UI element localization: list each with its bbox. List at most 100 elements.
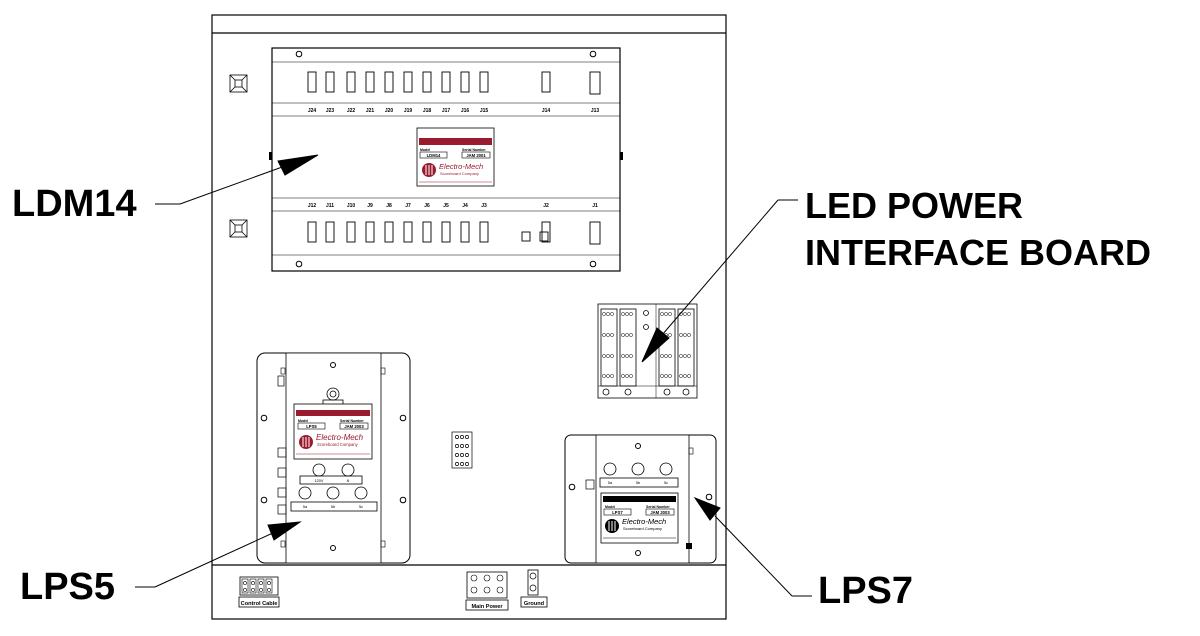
led-terminal-screw	[683, 374, 687, 378]
lps5-model-heading: Model	[298, 419, 308, 423]
mounting-device-upper	[229, 74, 248, 93]
led-terminal-screw	[621, 312, 625, 316]
callout-led-power-line2: INTERFACE BOARD	[805, 232, 1152, 273]
ldm14-bottom-slot	[346, 221, 356, 243]
ldm14-bottom-label: J8	[386, 203, 392, 209]
ldm14-top-slot	[479, 71, 489, 93]
main-power-screw	[470, 574, 478, 582]
led-terminal-screw	[668, 374, 672, 378]
led-terminal-screw	[621, 354, 625, 358]
ldm14-serial-heading: Serial Number	[462, 148, 486, 152]
ldm14-bottom-slot	[460, 221, 470, 243]
lps5-input-label: N	[347, 479, 350, 483]
ldm14-brand-sub: Scoreboard Company	[440, 171, 479, 176]
center-terminal-screws	[455, 435, 469, 466]
led-terminal-screw	[610, 374, 614, 378]
callout-lps7: LPS7	[818, 570, 914, 612]
ldm14-top-label: J22	[347, 108, 356, 114]
led-terminal-screw	[606, 333, 610, 337]
lps5-output-terminal	[354, 486, 368, 500]
ldm14-top-label: J14	[542, 108, 551, 114]
callout-ldm14: LDM14	[12, 183, 137, 225]
led-power-interface-board	[597, 303, 698, 399]
control-cable-screw	[259, 588, 263, 592]
ground-label: Ground	[524, 601, 545, 607]
lps5-model-value: LPS5	[306, 424, 317, 429]
main-power-screw	[496, 586, 504, 594]
led-terminal-screw	[606, 374, 610, 378]
led-terminal-screw	[664, 354, 668, 358]
center-terminal-screw	[460, 444, 464, 448]
main-power-screw	[483, 574, 491, 582]
led-terminal-screw	[687, 354, 691, 358]
led-terminal-screw	[625, 374, 629, 378]
ldm14-arrowhead	[277, 154, 319, 176]
center-terminal-screw	[455, 435, 459, 439]
ldm14-top-slot	[307, 71, 317, 93]
lps7-model-heading: Model	[605, 505, 615, 509]
lps5-output-label: 5a	[303, 505, 308, 509]
ldm14-top-slot	[384, 71, 394, 93]
center-terminal-screw	[465, 435, 469, 439]
center-terminal-screw	[460, 453, 464, 457]
led-terminal-screw	[610, 333, 614, 337]
led-terminal-screw	[687, 312, 691, 316]
ldm14-bottom-label: J1	[592, 203, 598, 209]
ldm14-serial-value: JAM 2001	[466, 153, 486, 158]
lps5-output-terminal	[298, 486, 312, 500]
led-terminal-screw	[629, 312, 633, 316]
ldm14-top-label: J17	[442, 108, 451, 114]
ldm14-top-label: J20	[385, 108, 394, 114]
control-cable-label: Control Cable	[241, 601, 278, 607]
led-terminal-screw	[660, 354, 664, 358]
lps7-output-terminal	[631, 462, 645, 476]
ldm14-bottom-label: J11	[326, 203, 334, 209]
main-power-screw	[496, 574, 504, 582]
lps7-output-label: 5c	[664, 481, 668, 485]
control-cable-screw	[267, 581, 271, 585]
ldm14-top-slot	[403, 71, 413, 93]
control-cable-screws	[241, 578, 273, 594]
led-terminal-screw	[629, 374, 633, 378]
lps7-serial-heading: Serial Number	[646, 505, 670, 509]
callout-leaders	[135, 154, 812, 597]
lps7-model-value: LPS7	[612, 510, 623, 515]
ldm14-top-label: J24	[308, 108, 317, 114]
center-terminal-screw	[455, 453, 459, 457]
center-terminal-screw	[455, 462, 459, 466]
lps7-arrowhead	[693, 496, 721, 521]
control-cable-screw	[243, 588, 247, 592]
center-terminal-screw	[465, 444, 469, 448]
ldm14-bottom-label: J2	[543, 203, 549, 209]
led-terminal-screw	[610, 312, 614, 316]
control-cable-cell	[265, 578, 273, 594]
ground-terminal: Ground	[520, 569, 548, 608]
ldm14-bottom-slot	[589, 221, 601, 245]
led-terminal-screw	[683, 333, 687, 337]
ldm14-bottom-slot	[307, 221, 317, 243]
ldm14-top-label: J13	[591, 108, 600, 114]
ldm14-bottom-label: J10	[347, 203, 356, 209]
led-terminal-screw	[625, 333, 629, 337]
ldm14-j2-pin	[521, 231, 531, 242]
lps5-output-strip	[290, 501, 378, 512]
lps7-output-strip	[599, 477, 679, 488]
lps7-output-label: 5a	[608, 481, 613, 485]
led-terminal-screw	[668, 354, 672, 358]
lps5-brand-name: Electro-Mech	[316, 433, 364, 442]
ldm14-bottom-label: J9	[367, 203, 373, 209]
led-terminal-screw	[679, 374, 683, 378]
center-terminal-block	[451, 431, 473, 469]
ldm14-top-label: J21	[366, 108, 375, 114]
lps7-label-plate: Model Serial Number LPS7 JAM 2003 Electr…	[600, 492, 679, 544]
led-arrowhead	[641, 327, 670, 363]
lps5-output-terminal	[326, 486, 340, 500]
led-terminal-screw	[664, 374, 668, 378]
control-cable-screw	[251, 588, 255, 592]
control-cable-cell	[249, 578, 257, 594]
led-terminal-screw	[625, 354, 629, 358]
ldm14-top-label: J16	[461, 108, 470, 114]
